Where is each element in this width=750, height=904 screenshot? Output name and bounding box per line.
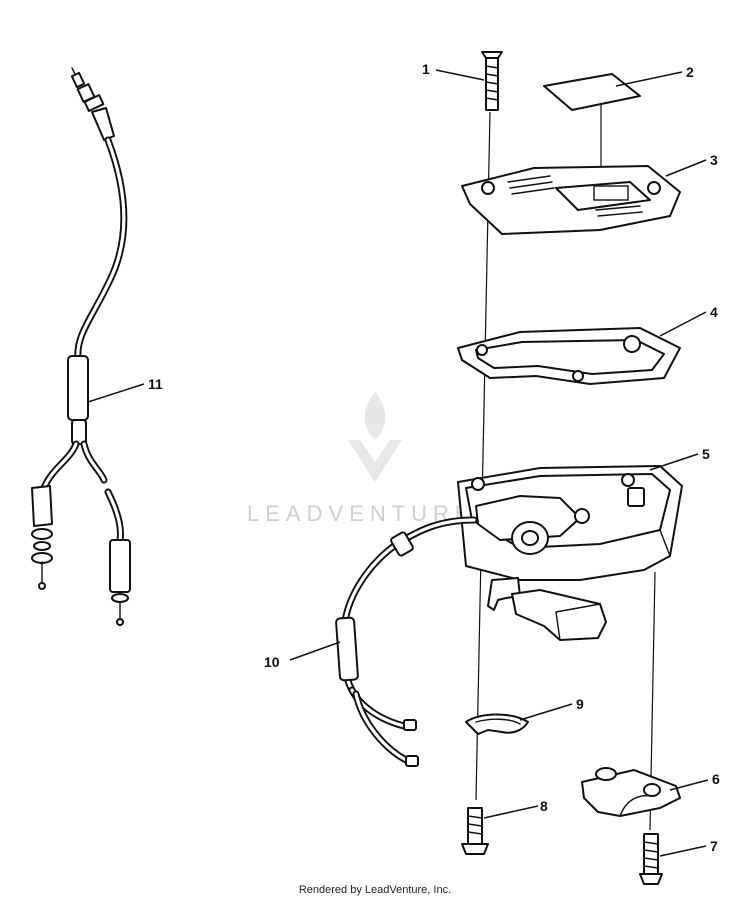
part-4-gasket [457,327,681,385]
leader-8 [483,805,539,819]
part-1-screw [481,51,503,111]
watermark: LEADVENTURE [247,392,476,526]
part-10-wire-harness [335,516,478,767]
leader-2 [615,71,683,87]
part-9-spring-clip [465,713,529,735]
part-6-clamp [581,767,681,817]
callout-6: 6 [712,771,720,787]
part-11-cable-assembly [31,67,131,626]
callout-5: 5 [702,446,710,462]
leader-6 [669,779,709,791]
leader-9 [519,703,573,721]
watermark-flame-icon [348,392,402,482]
watermark-text: LEADVENTURE [247,501,476,526]
part-2-decal [543,73,641,111]
leader-7 [659,845,707,857]
callout-3: 3 [710,152,718,168]
leader-3 [665,159,707,177]
leader-5 [649,453,699,471]
assembly-axis-left [475,111,491,801]
callout-4: 4 [710,304,718,320]
part-7-screw [639,833,663,885]
callout-2: 2 [686,64,694,80]
leader-1 [435,69,485,81]
footer-credit: Rendered by LeadVenture, Inc. [298,884,452,896]
callout-7: 7 [710,838,718,854]
callout-1: 1 [422,61,430,77]
part-3-cover [461,165,681,235]
callout-10: 10 [264,654,280,670]
callout-8: 8 [540,798,548,814]
part-8-screw [461,807,489,855]
leader-4 [659,311,707,337]
part-5-housing [457,465,683,641]
callout-9: 9 [576,696,584,712]
callout-11: 11 [148,376,163,392]
leader-10 [289,641,341,661]
leader-11 [87,383,145,403]
